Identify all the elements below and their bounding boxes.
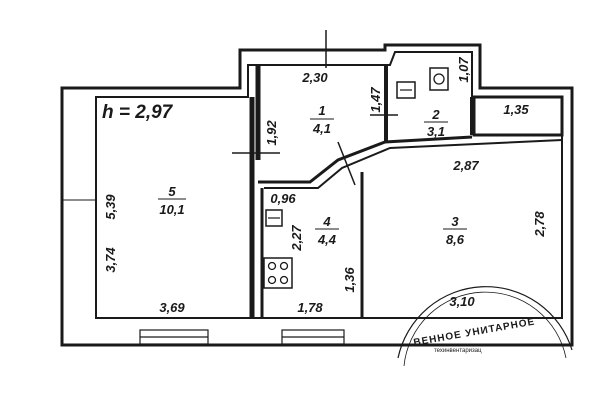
toilet-icon	[429, 67, 449, 91]
room-5-area: 10,1	[159, 202, 184, 217]
dim-2-78: 2,78	[532, 211, 547, 238]
dim-2-87: 2,87	[452, 158, 479, 173]
door-line-2	[337, 141, 356, 186]
dim-2-30: 2,30	[301, 70, 328, 85]
stamp-seal: ВЕННОЕ УНИТАРНОЕ техинвентаризац	[397, 286, 573, 367]
room-4-area: 4,4	[317, 232, 337, 247]
room-2-number: 2	[431, 107, 440, 122]
window-room4	[281, 329, 345, 345]
stove-icon	[263, 257, 293, 289]
dim-3-69: 3,69	[159, 300, 185, 315]
room-1-number: 1	[318, 103, 325, 118]
dim-3-74: 3,74	[103, 247, 118, 273]
room-3-number: 3	[451, 214, 459, 229]
dim-1-36: 1,36	[342, 267, 357, 293]
room-4-number: 4	[322, 214, 331, 229]
ceiling-height: h = 2,97	[102, 102, 174, 123]
dim-0-96: 0,96	[270, 191, 296, 206]
dim-1-78: 1,78	[297, 300, 323, 315]
window-room5	[139, 329, 209, 345]
inner-wall-outline	[95, 51, 563, 319]
dim-2-27: 2,27	[289, 225, 304, 252]
room-2-area: 3,1	[427, 124, 445, 139]
dim-5-39: 5,39	[103, 194, 118, 220]
room-1-area: 4,1	[312, 121, 331, 136]
storage-box	[472, 95, 564, 137]
dim-1-92: 1,92	[264, 120, 279, 146]
kitchen-sink-icon	[265, 209, 283, 227]
room-3-area: 8,6	[446, 232, 465, 247]
room-5-number: 5	[168, 184, 176, 199]
wall-diagonal	[258, 135, 473, 184]
stamp-text-line2: техинвентаризац	[434, 348, 482, 354]
dim-1-35: 1,35	[503, 102, 529, 117]
dim-1-07: 1,07	[456, 57, 471, 83]
wall-diagonal-inner	[264, 139, 563, 189]
dim-3-10: 3,10	[449, 294, 475, 309]
dim-1-47: 1,47	[368, 87, 383, 113]
fixtures	[263, 67, 449, 289]
toilet-bowl-icon	[433, 73, 445, 85]
bath-sink-icon	[396, 81, 416, 99]
